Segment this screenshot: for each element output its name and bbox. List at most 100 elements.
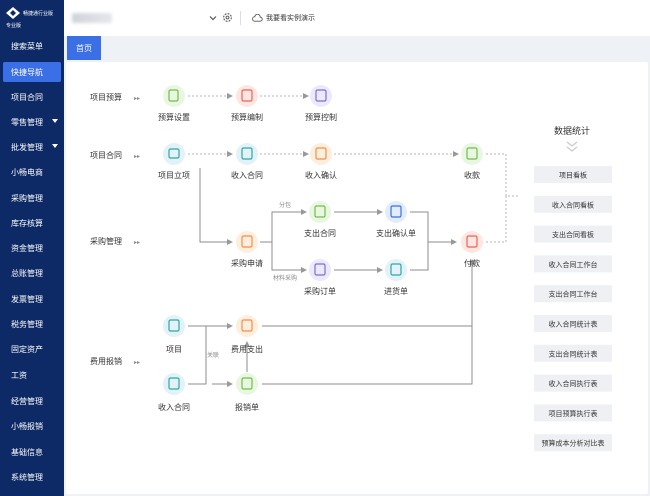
stats-button-label: 支出合同工作台 (549, 290, 598, 299)
stats-button-bg (534, 255, 612, 273)
node-label: 付款 (464, 258, 480, 268)
sidebar-item-fixed-assets[interactable]: 固定资产 (0, 339, 64, 359)
sidebar-item-label: 快捷导航 (11, 67, 43, 77)
sidebar-item-tax[interactable]: 税务管理 (0, 314, 64, 334)
sidebar-item-purchase[interactable]: 采购管理 (0, 188, 64, 208)
sidebar-item-system[interactable]: 系统管理 (0, 467, 64, 487)
stats-button-bg (534, 166, 612, 183)
section-arrow: ▸▸ (134, 239, 140, 246)
sidebar-item-label: 搜索菜单 (11, 41, 43, 51)
sidebar-item-quick-nav[interactable]: 快捷导航 (3, 62, 61, 82)
stats-button-label: 项目看板 (559, 171, 587, 180)
sidebar-item-label: 资金管理 (11, 243, 43, 253)
sidebar-item-label: 小畅报销 (11, 421, 43, 431)
sidebar: 畅捷通行业版 专业版 搜索菜单 快捷导航 项目合同 零售管理 批发管理 小畅电商… (0, 0, 64, 496)
node-receipt[interactable]: 收款 (461, 143, 483, 180)
section-label-purchase: 采购管理 (90, 236, 122, 246)
stats-button-label: 收入合同工作台 (549, 260, 598, 269)
section-arrow: ▸▸ (134, 95, 140, 102)
annotation-related: 关联 (207, 351, 219, 359)
stats-button-bg (534, 195, 612, 213)
node-goods-receipt[interactable]: 进货单 (384, 259, 408, 296)
sidebar-item-label: 采购管理 (11, 193, 43, 203)
stats-button[interactable]: 收入合同执行表 (534, 374, 612, 392)
sidebar-item-retail[interactable]: 零售管理 (0, 112, 64, 132)
quick-nav-panel: 项目预算 ▸▸ 项目合同 ▸▸ 采购管理 ▸▸ 费用报销 ▸▸ (66, 62, 648, 494)
node-expense-contract[interactable]: 支出合同 (304, 201, 336, 238)
node-budget-control[interactable]: 预算控制 (305, 85, 337, 122)
sidebar-item-search-menu[interactable]: 搜索菜单 (0, 36, 64, 56)
sidebar-item-inventory[interactable]: 库存核算 (0, 213, 64, 233)
sidebar-item-label: 基础信息 (11, 447, 43, 457)
node-label: 收入合同 (158, 402, 190, 412)
stats-button-bg (534, 285, 612, 303)
node-income-contract-2[interactable]: 收入合同 (158, 373, 190, 412)
node-budget-setup[interactable]: 预算设置 (158, 85, 190, 122)
stats-button-bg (534, 225, 612, 243)
sidebar-item-label: 小畅电商 (11, 167, 43, 177)
sidebar-item-label: 发票管理 (11, 294, 43, 304)
stats-button[interactable]: 项目预算执行表 (534, 404, 612, 422)
node-label: 报销单 (235, 402, 259, 412)
node-payment[interactable]: 付款 (461, 231, 483, 268)
node-budget-edit[interactable]: 预算编制 (231, 85, 263, 122)
sidebar-item-basic-info[interactable]: 基础信息 (0, 442, 64, 462)
stats-button-label: 收入合同执行表 (549, 379, 598, 388)
flow-connectors (188, 93, 518, 243)
section-label-budget: 项目预算 (90, 92, 122, 102)
sidebar-item-reimburse[interactable]: 小畅报销 (0, 416, 64, 436)
node-expense-out[interactable]: 费用支出 (231, 315, 263, 354)
stats-button[interactable]: 预算成本分析对比表 (534, 434, 612, 452)
node-label: 采购申请 (231, 258, 263, 268)
demo-link[interactable]: 我要看实例演示 (252, 13, 315, 23)
tab-home[interactable]: 首页 (67, 36, 101, 60)
stats-button-bg (534, 344, 612, 362)
stats-button-label: 支出合同统计表 (549, 349, 598, 358)
node-label: 预算编制 (231, 112, 263, 122)
node-label: 采购订单 (304, 286, 336, 296)
stats-button-label: 收入合同看板 (552, 200, 594, 209)
node-label: 进货单 (384, 286, 408, 296)
node-purchase-order[interactable]: 采购订单 (304, 259, 336, 296)
node-expense-confirm[interactable]: 支出确认单 (376, 201, 416, 238)
sidebar-item-label: 项目合同 (11, 92, 43, 102)
sidebar-item-label: 零售管理 (11, 117, 43, 127)
stats-button[interactable]: 支出合同统计表 (534, 344, 612, 362)
org-selector[interactable] (72, 10, 222, 26)
stats-button[interactable]: 支出合同工作台 (534, 285, 612, 303)
sidebar-item-label: 税务管理 (11, 319, 43, 329)
stats-button[interactable]: 支出合同看板 (534, 225, 612, 243)
sidebar-item-label: 固定资产 (11, 344, 43, 354)
sidebar-item-operations[interactable]: 经营管理 (0, 391, 64, 411)
sidebar-item-ledger[interactable]: 总账管理 (0, 263, 64, 283)
stats-button-label: 支出合同看板 (552, 230, 594, 239)
demo-link-label: 我要看实例演示 (266, 14, 315, 22)
sidebar-item-label: 工资 (11, 370, 27, 380)
node-project[interactable]: 项目 (163, 315, 185, 354)
sidebar-item-ecommerce[interactable]: 小畅电商 (0, 162, 64, 182)
gear-icon[interactable] (222, 12, 233, 23)
sidebar-item-funds[interactable]: 资金管理 (0, 238, 64, 258)
stats-button[interactable]: 项目看板 (534, 166, 612, 183)
node-income-confirm[interactable]: 收入确认 (305, 143, 337, 180)
node-project-setup[interactable]: 项目立项 (158, 143, 190, 180)
stats-button-bg (534, 434, 612, 452)
header-divider (240, 11, 241, 25)
sidebar-item-project-contract[interactable]: 项目合同 (0, 87, 64, 107)
stats-button-label: 收入合同统计表 (549, 320, 598, 329)
node-reimbursement[interactable]: 报销单 (235, 373, 259, 412)
stats-button-bg (534, 404, 612, 422)
sidebar-item-payroll[interactable]: 工资 (0, 365, 64, 385)
sidebar-item-invoice[interactable]: 发票管理 (0, 289, 64, 309)
stats-title: 数据统计 (554, 125, 590, 137)
node-label: 支出合同 (304, 228, 336, 238)
node-income-contract[interactable]: 收入合同 (231, 143, 263, 180)
stats-button[interactable]: 收入合同看板 (534, 195, 612, 213)
sidebar-item-wholesale[interactable]: 批发管理 (0, 137, 64, 157)
tab-bar: 首页 (64, 36, 650, 60)
section-arrow: ▸▸ (134, 359, 140, 366)
stats-button[interactable]: 收入合同统计表 (534, 315, 612, 332)
node-label: 项目 (166, 345, 182, 354)
node-purchase-request[interactable]: 采购申请 (231, 231, 263, 268)
stats-button[interactable]: 收入合同工作台 (534, 255, 612, 273)
